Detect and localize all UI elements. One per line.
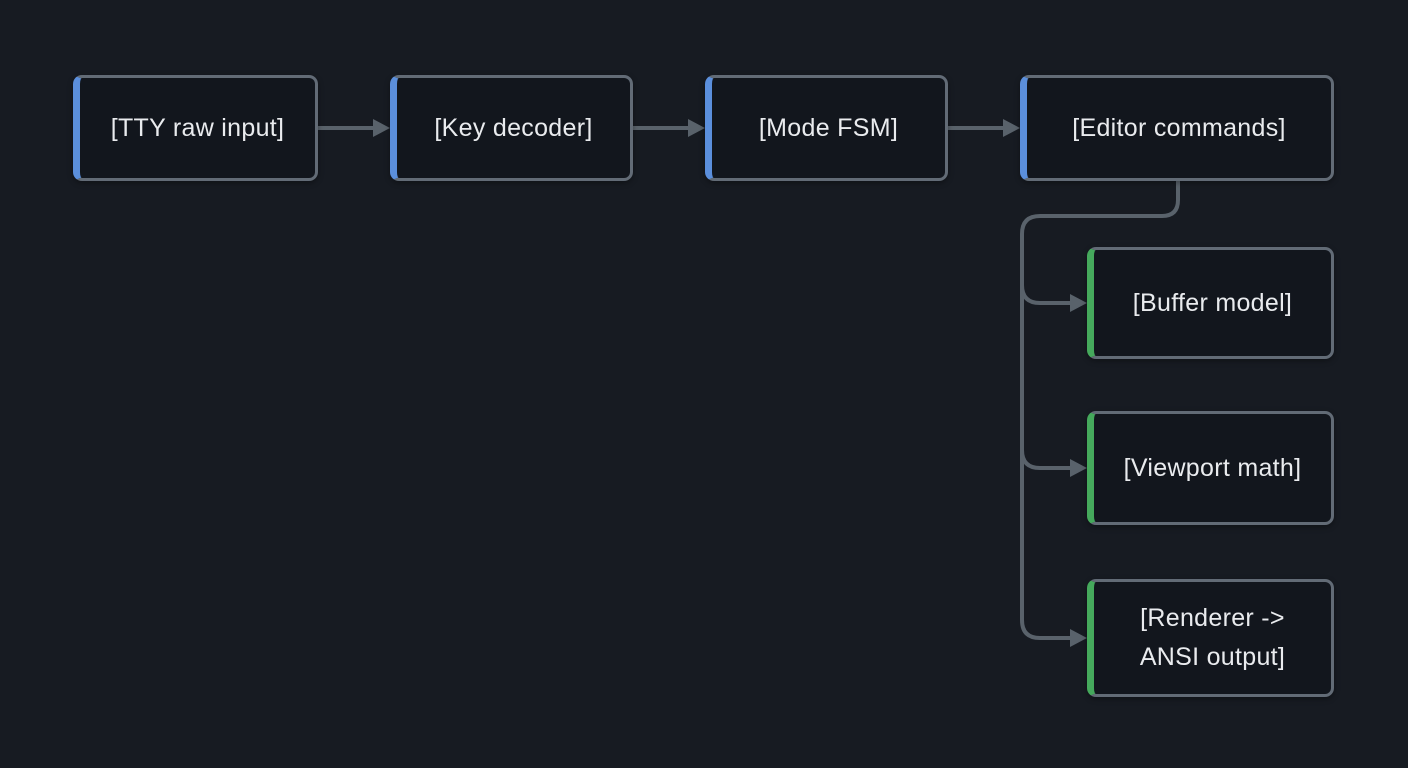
arrowhead-icon bbox=[1070, 629, 1087, 647]
arrowhead-icon bbox=[688, 119, 705, 137]
node-label: [TTY raw input] bbox=[110, 113, 285, 142]
node-renderer-ansi-output: [Renderer -> ANSI output] bbox=[1087, 579, 1334, 697]
node-label: [Mode FSM] bbox=[758, 113, 899, 142]
arrowhead-icon bbox=[1070, 459, 1087, 477]
node-buffer-model: [Buffer model] bbox=[1087, 247, 1334, 359]
node-label: [Renderer -> ANSI output] bbox=[1139, 604, 1286, 671]
node-editor-commands: [Editor commands] bbox=[1020, 75, 1334, 181]
edge-editor-commands-to-renderer bbox=[1020, 181, 1180, 640]
node-label: [Buffer model] bbox=[1132, 288, 1293, 317]
arrowhead-icon bbox=[1003, 119, 1020, 137]
node-tty-raw-input: [TTY raw input] bbox=[73, 75, 318, 181]
node-key-decoder: [Key decoder] bbox=[390, 75, 633, 181]
arrowhead-icon bbox=[373, 119, 390, 137]
node-label: [Editor commands] bbox=[1072, 113, 1286, 142]
edge-editor-commands-to-viewport-math bbox=[1020, 449, 1070, 470]
node-viewport-math: [Viewport math] bbox=[1087, 411, 1334, 525]
node-label: [Key decoder] bbox=[434, 113, 593, 142]
arrowhead-icon bbox=[1070, 294, 1087, 312]
node-mode-fsm: [Mode FSM] bbox=[705, 75, 948, 181]
edge-editor-commands-to-buffer-model bbox=[1020, 284, 1070, 305]
node-label: [Viewport math] bbox=[1123, 453, 1302, 482]
